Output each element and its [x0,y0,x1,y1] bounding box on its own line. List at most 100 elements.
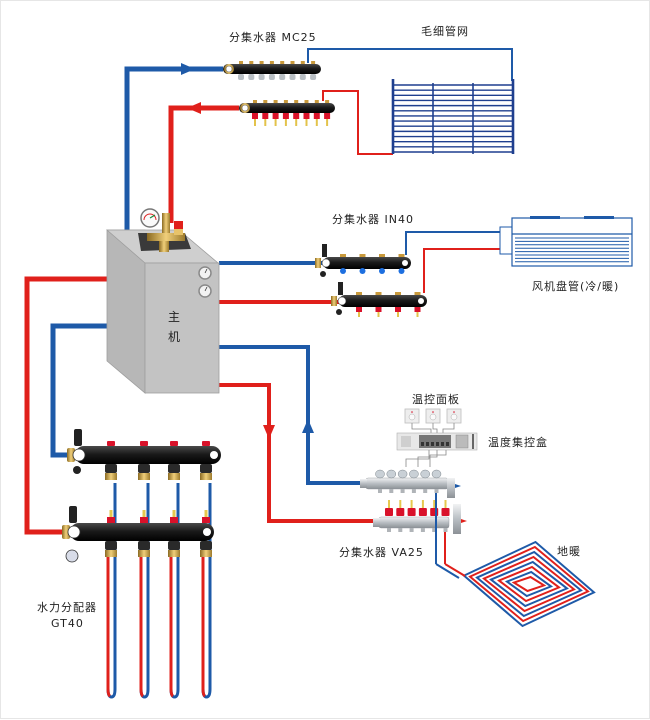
mc25-outlet-cap [239,61,243,64]
in40-flow-indicator [397,312,399,317]
label-thermostat-panel: 温控面板 [412,393,460,406]
gt40-outlet-union [138,541,150,550]
mc25-outlet-cap [294,100,299,103]
in40-outlet-cap [398,254,405,257]
in40-outlet-cap [414,292,421,295]
gt40-flow-indicator [204,510,208,517]
va25-return-bar [365,477,449,490]
pipe-gt40-supply [24,276,125,535]
fan-coil-unit[interactable] [499,216,633,267]
va25-actuator-icon [420,469,430,479]
gt40-gauge-icon [67,525,81,539]
pipe-in40-fancoil-cold [405,231,506,255]
hydraulic-distributor-gt40[interactable] [62,429,221,699]
pipe-mc25-return [124,66,223,231]
mc25-flow-meter [252,113,258,119]
mc25-outlet-cap [311,61,316,64]
va25-outlet [398,528,403,532]
label-capillary-mat: 毛细管网 [421,25,469,38]
control-box-terminal [431,442,434,446]
label-temp-control-box: 温度集控盒 [488,436,548,449]
fan-coil-top-tab [584,216,614,219]
va25-actuator-icon [397,469,408,479]
va25-outlet [378,489,382,493]
mc25-return-valve [310,74,317,80]
mc25-flow-indicator [295,119,298,126]
gt40-outlet-union [105,464,117,473]
in40-end-cap [402,260,408,266]
floor-heating-loop[interactable] [435,540,596,628]
thermostat-led [453,411,455,413]
mc25-return-valve [299,74,306,80]
va25-actuator-icon [386,469,397,479]
mc25-flow-meter [293,113,300,119]
main-unit-label-2: 机 [167,330,180,344]
gt40-return-bar [75,446,221,464]
label-fan-coil: 风机盘管(冷/暖) [532,280,620,293]
floor-heating-coil [489,560,569,608]
mc25-outlet-cap [249,61,254,64]
mc25-outlet-cap [253,100,257,103]
fan-coil-top-tab [530,216,560,219]
floor-heating-coil [475,550,583,618]
mc25-return-valve [238,74,244,80]
va25-flow-meter [385,508,393,516]
floor-heating-coil [497,565,561,603]
va25-outlet [434,489,439,493]
va25-flow-meter [441,508,450,516]
mc25-outlet-cap [300,61,305,64]
mc25-gauge-icon [241,104,249,112]
brass-valve-body [147,233,185,241]
in40-outlet-cap [356,292,362,295]
gt40-air-vent [74,429,82,446]
manifold-mc25[interactable] [223,61,335,126]
label-gt40-model: GT40 [51,617,84,630]
thermostat-led [432,411,434,413]
pipe-in40-fancoil-hot [423,248,506,293]
in40-return-valve [398,268,405,274]
control-box-terminal [441,442,444,446]
control-box-terminal [446,442,449,446]
in40-supply-bar [339,295,427,307]
main-unit-label-1: 主 [167,310,180,324]
va25-air-vent [447,478,455,498]
va25-outlet [389,489,394,493]
mc25-outlet-cap [325,100,330,103]
gt40-valve-cap [140,441,148,446]
gt40-loop-bend [106,688,111,698]
va25-actuator-icon [431,469,442,479]
pipe-mc25-capillary-hot [322,90,393,155]
label-manifold-va25: 分集水器 VA25 [339,546,424,559]
mc25-flow-indicator [284,119,287,126]
capillary-mat[interactable] [391,79,515,154]
main-unit[interactable] [105,208,220,394]
gt40-flow-indicator [109,510,113,517]
va25-flow-indicator [421,500,424,508]
manifold-va25[interactable] [360,469,467,564]
va25-flow-meter [396,508,405,516]
va25-vent-tip [461,519,467,523]
label-manifold-mc25: 分集水器 MC25 [229,31,317,44]
safety-valve-cap [174,221,183,229]
mc25-flow-meter [313,113,320,119]
control-box-terminal [426,442,429,446]
in40-flow-meter [375,307,382,312]
signal-wire [432,423,438,433]
mc25-outlet-cap [273,100,278,103]
va25-inlet-fitting [360,479,367,488]
in40-flow-indicator [358,312,360,317]
pipe-va25-return [219,345,361,485]
gt40-pressure-gauge-icon [65,549,79,563]
gt40-brass-nut [200,473,212,480]
fan-coil-connector [499,226,513,255]
gt40-outlet-union [168,541,180,550]
manifold-in40[interactable] [315,244,427,317]
va25-flow-indicator [433,500,436,508]
mc25-supply-bar [239,103,335,113]
gauge-needle [149,214,156,219]
thermostat-panels[interactable] [404,408,462,433]
temp-control-box[interactable] [396,432,478,467]
in40-flow-indicator [377,312,380,317]
gt40-drain-valve [73,466,81,474]
